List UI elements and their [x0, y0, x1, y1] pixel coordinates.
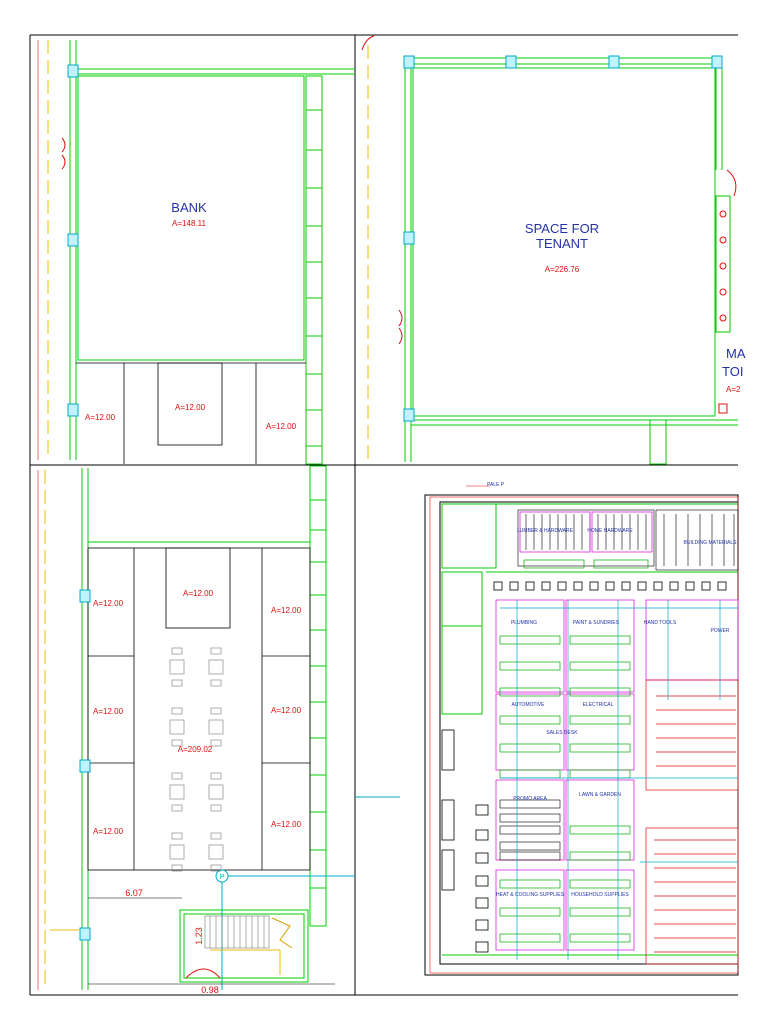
fc-stall-left-2: A=12.00	[93, 707, 124, 716]
p-marker-label: P	[220, 874, 225, 881]
dept-household: HOUSEHOLD SUPPLIES	[571, 892, 629, 898]
panel-grid	[29, 34, 738, 996]
dept-paint: PAINT & SUNDRIES	[573, 620, 620, 626]
store-top-marker: PALE P	[487, 482, 505, 488]
dim-607: 6.07	[125, 888, 143, 898]
racks-right	[645, 679, 739, 965]
stall-area-top-right: A=12.00	[266, 422, 297, 431]
dept-plumbing: PLUMBING	[511, 620, 537, 626]
fc-stall-top-center: A=12.00	[183, 589, 214, 598]
hardware-store-panel: PALE P	[355, 482, 739, 976]
food-court-panel: P 6.07 1.23 0.98 A=12.00 A=12.00 A=12.00	[37, 465, 355, 995]
tenant-area: A=226.76	[545, 265, 580, 274]
stall-area-top-mid: A=12.00	[175, 403, 206, 412]
dept-automotive: AUTOMOTIVE	[512, 702, 546, 708]
toilet-label-line2: TOI	[722, 364, 743, 379]
toilet-area: A=2	[726, 385, 741, 394]
food-court-area: A=209.02	[178, 745, 213, 754]
tenant-label-line2: TENANT	[536, 236, 588, 251]
dept-sales-desk: SALES DESK	[546, 730, 578, 736]
dept-hand-tools: HAND TOOLS	[644, 620, 677, 626]
dept-promo: PROMO AREA	[513, 796, 547, 802]
fc-stall-left-3: A=12.00	[93, 827, 124, 836]
dept-power: POWER	[711, 628, 730, 634]
fc-stall-left-1: A=12.00	[93, 599, 124, 608]
toilet-label-line1: MA	[726, 346, 746, 361]
dept-building: BUILDING MATERIALS	[684, 540, 738, 546]
fc-stall-right-1: A=12.00	[271, 606, 302, 615]
dept-electrical: ELECTRICAL	[583, 702, 614, 708]
bank-panel: BANK A=148.11 A=12.00 A=12.00 A=12.00	[37, 40, 355, 465]
fc-stall-right-3: A=12.00	[271, 820, 302, 829]
bank-area: A=148.11	[172, 219, 206, 228]
dim-123: 1.23	[194, 927, 204, 945]
tenant-panel: SPACE FOR TENANT A=226.76 MA TOI A=2	[361, 35, 746, 465]
dept-lawn: LAWN & GARDEN	[579, 792, 621, 798]
tenant-label-line1: SPACE FOR	[525, 221, 599, 236]
dining-tables	[169, 647, 224, 872]
fc-stall-right-2: A=12.00	[271, 706, 302, 715]
dept-heat-cooling: HEAT & COOLING SUPPLIES	[496, 892, 565, 898]
bank-label: BANK	[171, 200, 207, 215]
stall-area-top-left: A=12.00	[85, 413, 116, 422]
dim-098: 0.98	[201, 985, 219, 995]
dept-lumber: LUMBER & HARDWARE	[517, 528, 574, 534]
dept-home-hardware: HOME HARDWARE	[587, 528, 633, 534]
